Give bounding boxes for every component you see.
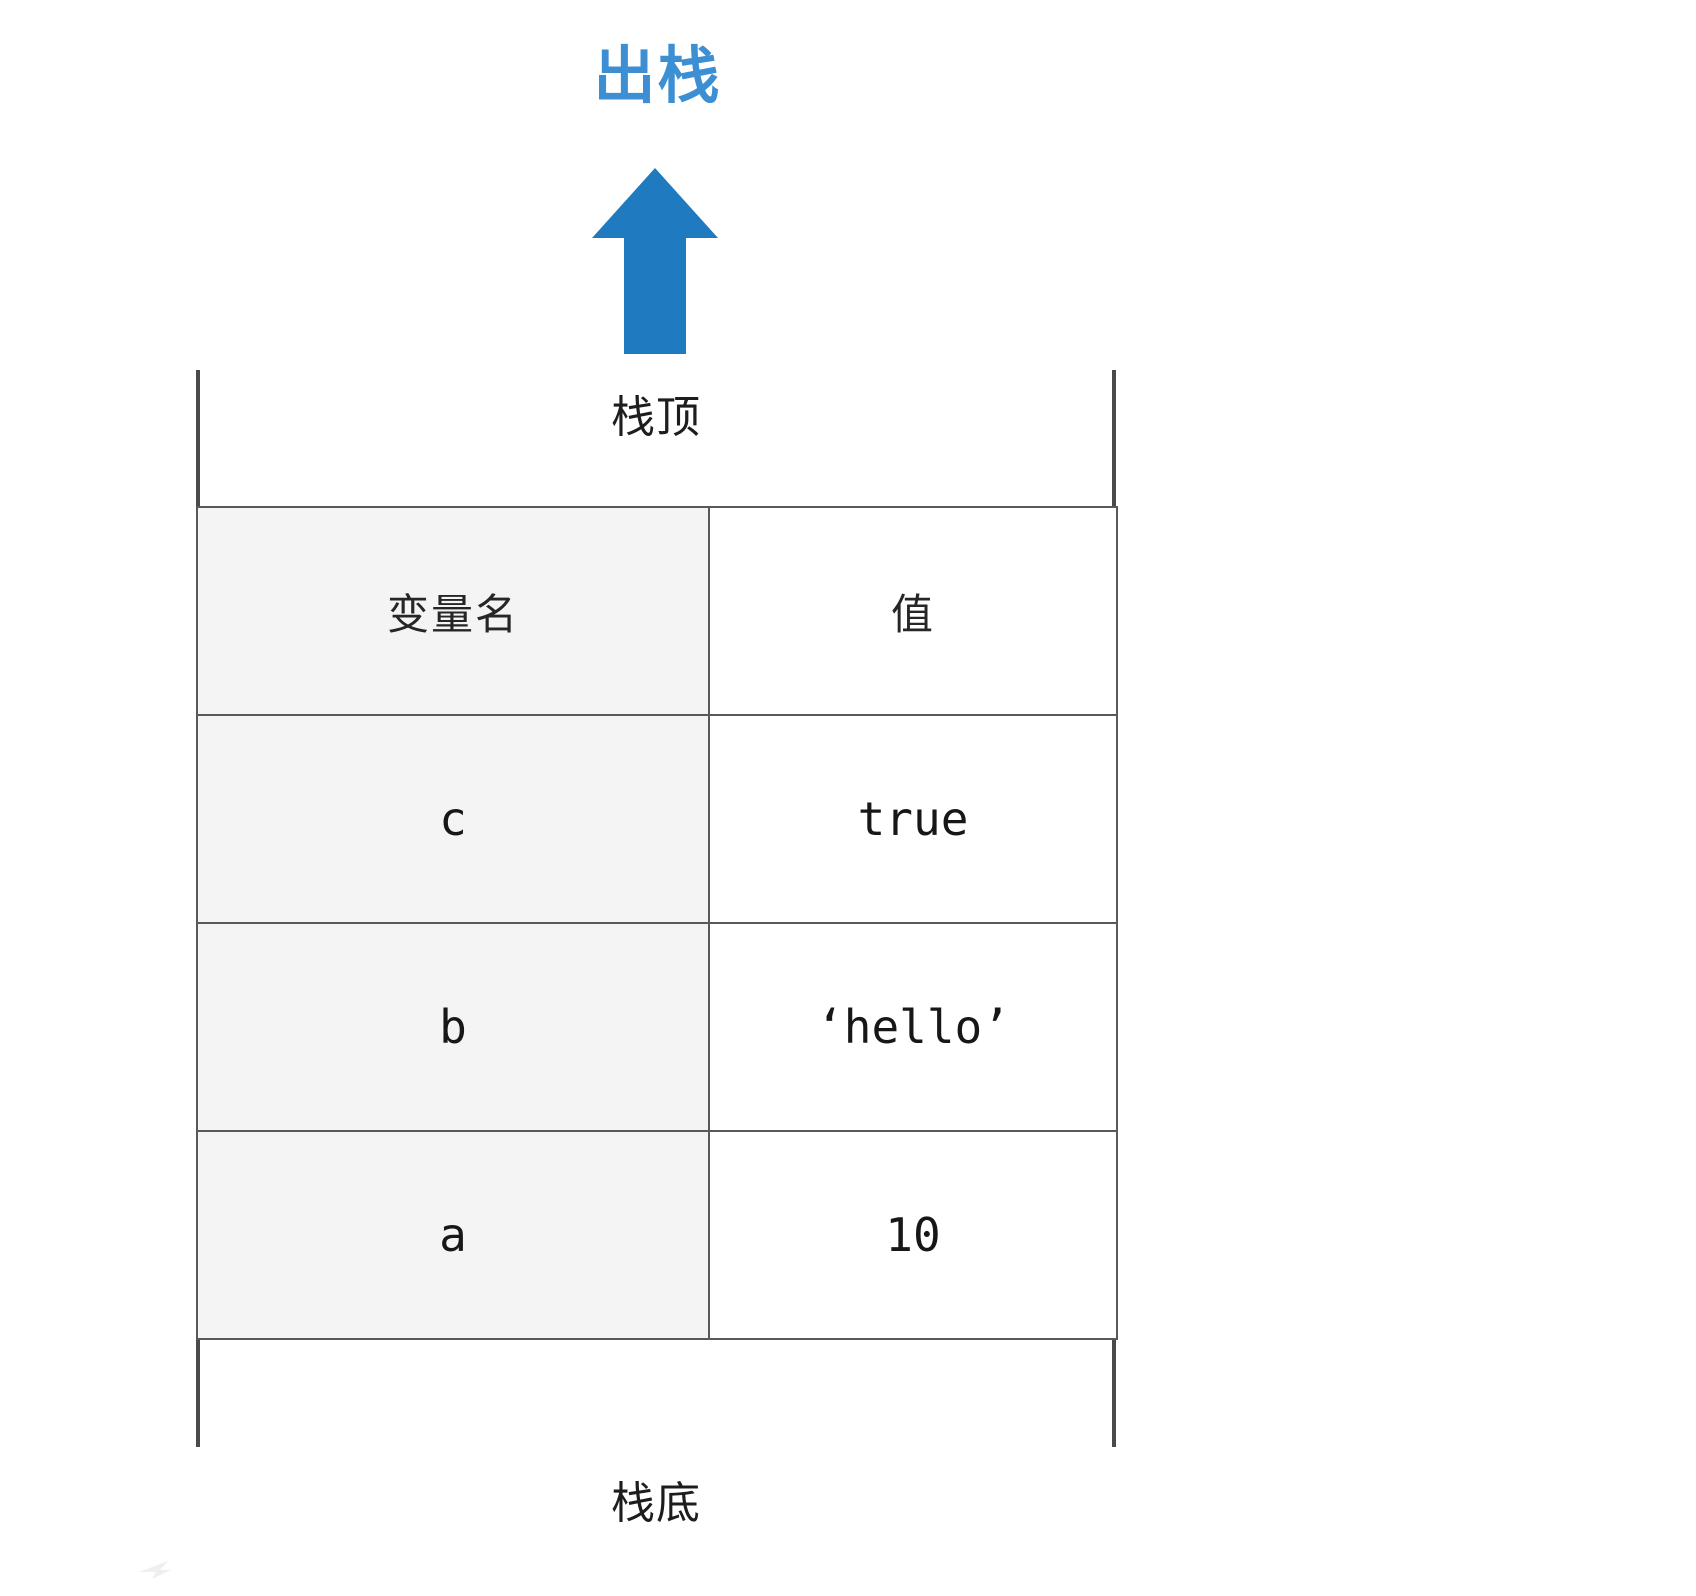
stack-bottom-label: 栈底 (611, 1479, 701, 1528)
column-header-value: 值 (708, 506, 1118, 716)
cell-variable-value: ‘hello’ (708, 922, 1118, 1132)
stack-top-label: 栈顶 (611, 393, 701, 442)
stack-table: 变量名 值 c true b ‘hello’ a 10 (196, 506, 1118, 1340)
pop-title: 出栈 (593, 42, 722, 111)
table-row: c true (196, 714, 1118, 924)
table-row: b ‘hello’ (196, 922, 1118, 1132)
column-header-variable-name: 变量名 (196, 506, 710, 716)
cell-variable-name: a (196, 1130, 710, 1340)
table-row: a 10 (196, 1130, 1118, 1340)
corner-watermark-icon (138, 1558, 172, 1580)
pop-arrow-icon (590, 166, 720, 356)
cell-variable-value: 10 (708, 1130, 1118, 1340)
cell-variable-name: b (196, 922, 710, 1132)
cell-variable-name: c (196, 714, 710, 924)
table-header-row: 变量名 值 (196, 506, 1118, 716)
cell-variable-value: true (708, 714, 1118, 924)
